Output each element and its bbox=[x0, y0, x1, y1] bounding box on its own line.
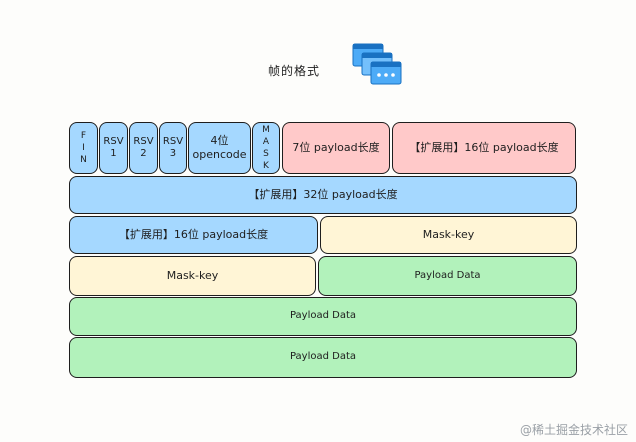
watermark: @稀土掘金技术社区 bbox=[519, 423, 628, 437]
payload-len-7bit-label: 7位 payload长度 bbox=[292, 141, 380, 155]
payload-data-cell-row4: Payload Data bbox=[318, 256, 577, 296]
rsv3-label: RSV bbox=[162, 135, 184, 147]
rsv3-bit-cell: RSV 3 bbox=[159, 122, 187, 174]
rsv3-number: 3 bbox=[169, 148, 177, 159]
fin-letter: I bbox=[82, 143, 85, 153]
payload-data-label-row4: Payload Data bbox=[414, 269, 481, 281]
fin-letter: F bbox=[80, 131, 87, 141]
opcode-bits: 4位 bbox=[210, 134, 229, 148]
payload-data-label-row6: Payload Data bbox=[289, 351, 357, 363]
mask-letter: K bbox=[263, 161, 269, 171]
rsv2-number: 2 bbox=[140, 148, 147, 159]
rsv1-label: RSV bbox=[103, 135, 124, 147]
opcode-cell: 4位 opencode bbox=[188, 122, 251, 174]
ext-payload-len-32bit-cell: 【扩展用】32位 payload长度 bbox=[69, 176, 577, 214]
rsv2-label: RSV bbox=[133, 135, 154, 147]
ext-payload-len-32bit-label: 【扩展用】32位 payload长度 bbox=[248, 188, 398, 202]
payload-data-label-row5: Payload Data bbox=[289, 310, 357, 322]
rsv1-bit-cell: RSV 1 bbox=[99, 122, 128, 174]
payload-data-cell-row6: Payload Data bbox=[69, 337, 577, 378]
fin-letter: N bbox=[80, 155, 87, 165]
ext-payload-len-16bit-cell: 【扩展用】16位 payload长度 bbox=[392, 122, 576, 174]
diagram-title: 帧的格式 bbox=[268, 64, 321, 78]
opcode-label: opencode bbox=[192, 148, 247, 161]
rsv1-number: 1 bbox=[110, 148, 117, 159]
mask-letter: S bbox=[263, 149, 269, 159]
mask-letter: M bbox=[262, 125, 270, 135]
mask-key-label-row4: Mask-key bbox=[166, 269, 219, 283]
ext-payload-len-16bit-label-row3: 【扩展用】16位 payload长度 bbox=[118, 228, 269, 242]
mask-key-cell: Mask-key bbox=[320, 216, 577, 254]
window-stack-icon bbox=[352, 43, 402, 85]
mask-key-label: Mask-key bbox=[422, 228, 475, 242]
mask-key-cell-row4: Mask-key bbox=[69, 256, 316, 296]
payload-len-7bit-cell: 7位 payload长度 bbox=[282, 122, 390, 174]
rsv2-bit-cell: RSV 2 bbox=[129, 122, 158, 174]
mask-bit-cell: M A S K bbox=[252, 122, 280, 174]
payload-data-cell-row5: Payload Data bbox=[69, 297, 577, 336]
ext-payload-len-16bit-label: 【扩展用】16位 payload长度 bbox=[409, 141, 559, 155]
mask-letter: A bbox=[262, 137, 270, 147]
ext-payload-len-16bit-cell-row3: 【扩展用】16位 payload长度 bbox=[69, 216, 318, 254]
fin-bit-cell: F I N bbox=[69, 122, 98, 174]
